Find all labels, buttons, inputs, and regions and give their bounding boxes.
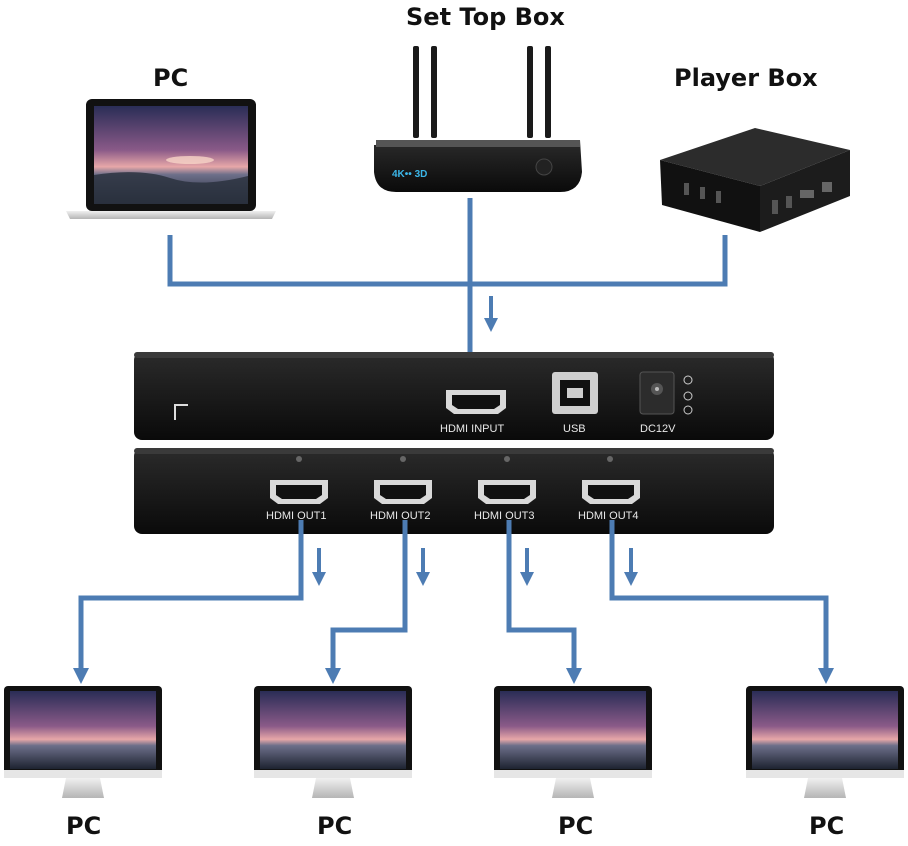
monitor-icon xyxy=(4,686,162,798)
source-label-pc: PC xyxy=(153,64,189,92)
hdmi-out2-port xyxy=(374,480,432,504)
monitor-icon xyxy=(254,686,412,798)
dc-power-port xyxy=(639,371,693,415)
output-label-pc-2: PC xyxy=(317,812,353,840)
monitor-icon xyxy=(746,686,904,798)
hdmi-out1-port xyxy=(270,480,328,504)
monitor-icon xyxy=(494,686,652,798)
player-box-icon xyxy=(660,128,850,232)
output-label-pc-3: PC xyxy=(558,812,594,840)
set-top-box-icon: 4K•• 3D xyxy=(374,46,582,192)
hdmi-out4-port xyxy=(582,480,640,504)
output-label-pc-4: PC xyxy=(809,812,845,840)
splitter-front-panel xyxy=(134,448,774,534)
input-connection-lines xyxy=(167,198,728,370)
laptop-icon xyxy=(66,99,276,219)
usb-port xyxy=(552,372,598,414)
source-label-player-box: Player Box xyxy=(674,64,818,92)
port-label-dc: DC12V xyxy=(640,423,676,435)
port-label-hdmi-out2: HDMI OUT2 xyxy=(370,510,431,522)
port-label-hdmi-out4: HDMI OUT4 xyxy=(578,510,639,522)
source-label-set-top-box: Set Top Box xyxy=(406,3,565,31)
hdmi-out3-port xyxy=(478,480,536,504)
port-label-hdmi-input: HDMI INPUT xyxy=(440,423,505,435)
output-arrowheads xyxy=(73,668,834,684)
splitter-back-panel xyxy=(134,352,774,440)
stb-badge: 4K•• 3D xyxy=(392,169,427,180)
flow-down-arrow-icons xyxy=(312,548,638,586)
port-label-hdmi-out3: HDMI OUT3 xyxy=(474,510,535,522)
port-label-usb: USB xyxy=(563,423,586,435)
output-connection-lines xyxy=(78,520,829,672)
hdmi-input-port xyxy=(446,390,506,414)
flow-down-arrow-icon xyxy=(484,296,498,332)
port-label-hdmi-out1: HDMI OUT1 xyxy=(266,510,327,522)
output-label-pc-1: PC xyxy=(66,812,102,840)
